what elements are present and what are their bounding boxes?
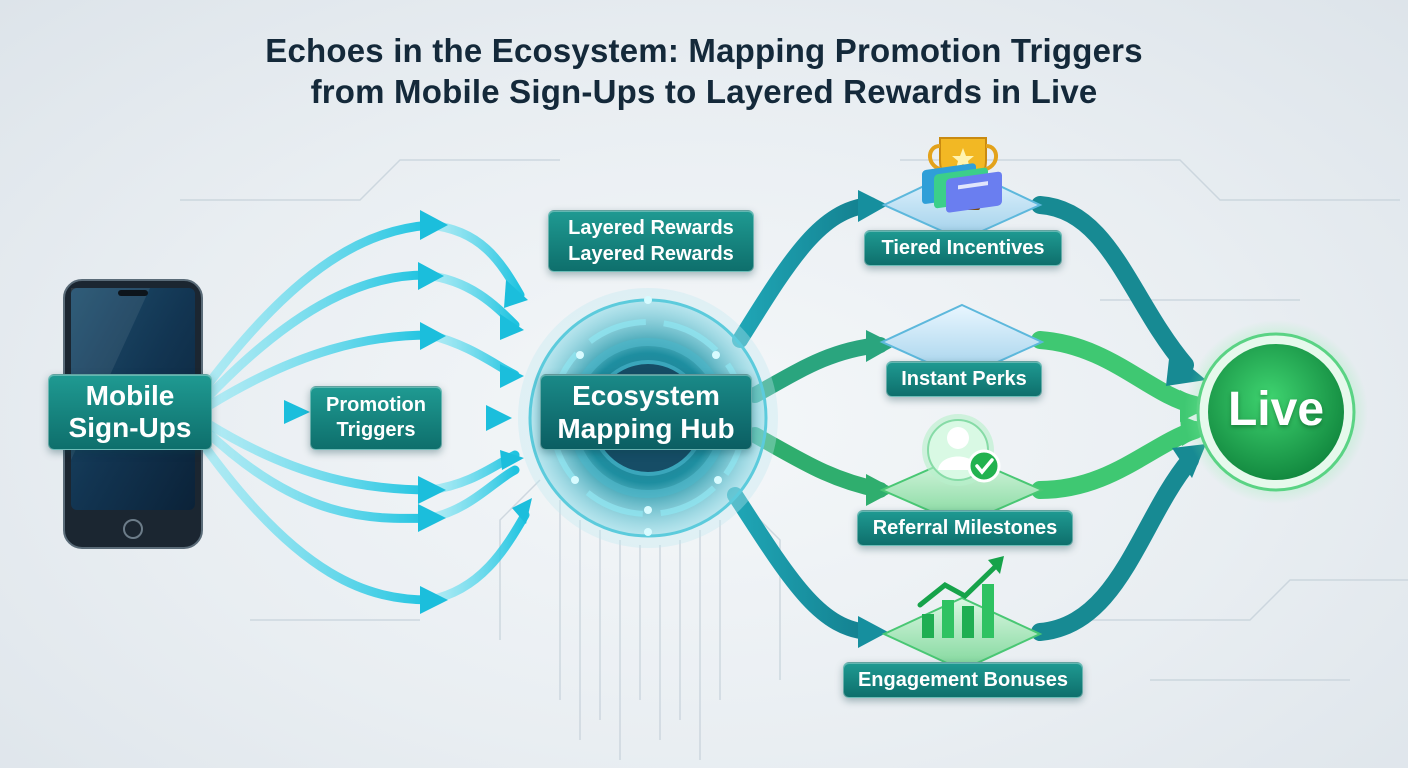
page-title: Echoes in the Ecosystem: Mapping Promoti…	[0, 30, 1408, 112]
mobile-signups-line-2: Sign-Ups	[68, 412, 192, 443]
input-arrowheads	[284, 210, 532, 614]
hub-line-2: Mapping Hub	[557, 413, 735, 444]
engagement-bonuses-label: Engagement Bonuses	[843, 662, 1083, 698]
ecosystem-hub-label: Ecosystem Mapping Hub	[540, 374, 752, 450]
live-node	[1184, 320, 1368, 504]
live-label: Live	[1227, 383, 1325, 436]
promotion-triggers-line-2: Triggers	[336, 419, 416, 441]
circuit-lines	[180, 159, 1408, 760]
mobile-signups-line-1: Mobile	[85, 380, 175, 411]
layered-rewards-line-2: Layered Rewards	[568, 243, 734, 265]
referral-milestones-label: Referral Milestones	[857, 510, 1073, 546]
live-flows	[1031, 196, 1204, 641]
tiered-incentives-label: Tiered Incentives	[864, 230, 1062, 266]
instant-perks-label: Instant Perks	[886, 361, 1042, 397]
layered-rewards-caption: Layered Rewards Layered Rewards	[548, 210, 754, 272]
title-line-1: Echoes in the Ecosystem: Mapping Promoti…	[265, 32, 1143, 69]
title-line-2: from Mobile Sign-Ups to Layered Rewards …	[310, 73, 1098, 110]
layered-rewards-line-1: Layered Rewards	[568, 217, 734, 239]
hub-line-1: Ecosystem	[572, 380, 720, 411]
cards-icon	[922, 163, 1002, 213]
output-flows	[727, 197, 888, 640]
mobile-signups-label: Mobile Sign-Ups	[48, 374, 212, 450]
promotion-triggers-label: Promotion Triggers	[310, 386, 442, 450]
growth-chart-icon	[917, 556, 1004, 638]
user-check-icon	[922, 414, 1001, 486]
promotion-triggers-line-1: Promotion	[326, 394, 426, 416]
